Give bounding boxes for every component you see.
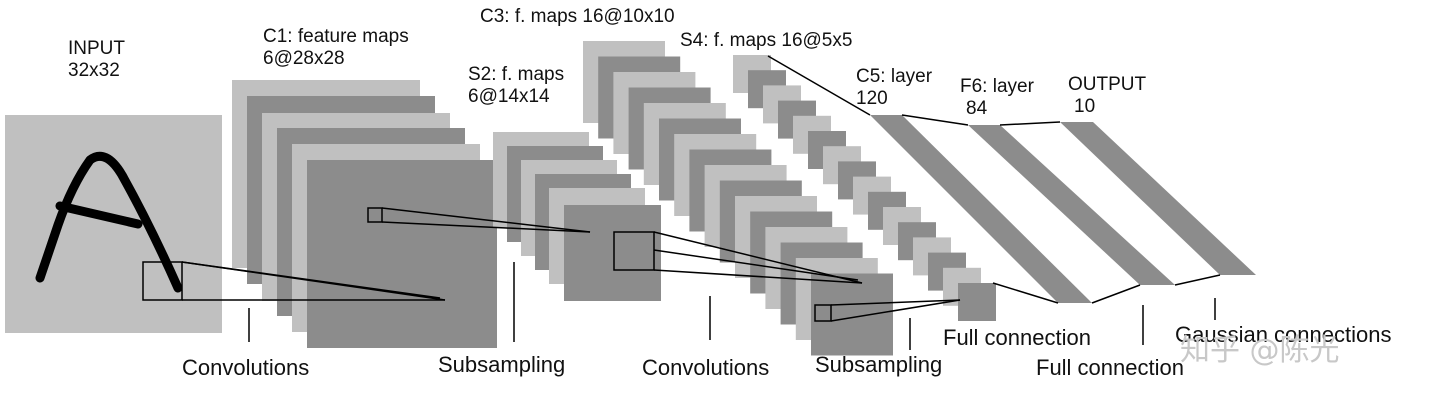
op-full-connection-2: Full connection xyxy=(1036,355,1184,380)
op-gaussian-connections: Gaussian connections xyxy=(1175,322,1391,347)
output-layer-band xyxy=(1060,122,1256,275)
projection-line xyxy=(830,299,961,306)
projection-line xyxy=(1174,274,1221,286)
c3-label: C3: f. maps 16@10x10 xyxy=(480,6,675,27)
c1-map xyxy=(307,160,497,348)
c5-layer-band xyxy=(870,115,1092,303)
projection-line xyxy=(653,231,863,284)
c3-feature-maps xyxy=(583,41,893,356)
projection-line xyxy=(830,299,961,322)
op-subsampling-2: Subsampling xyxy=(815,352,942,377)
c1-receptive-field xyxy=(367,207,383,223)
projection-line xyxy=(653,269,863,284)
projection-line xyxy=(1091,284,1141,304)
projection-line xyxy=(653,249,859,281)
s2-receptive-field xyxy=(613,231,655,271)
s2-map xyxy=(564,205,661,301)
s4-label: S4: f. maps 16@5x5 xyxy=(680,30,852,51)
op-subsampling-1: Subsampling xyxy=(438,352,565,377)
projection-line xyxy=(901,114,969,126)
input-glyph-bar xyxy=(55,201,143,229)
c3-receptive-field xyxy=(814,304,832,322)
projection-line xyxy=(767,55,871,116)
projection-line xyxy=(999,121,1061,126)
watermark: 知乎 @陈光 xyxy=(1180,333,1340,368)
projection-line xyxy=(181,261,441,299)
c1-label: C1: feature maps 6@28x28 xyxy=(263,26,414,69)
s4-map xyxy=(958,283,996,321)
input-receptive-field xyxy=(142,261,183,301)
op-full-connection-1: Full connection xyxy=(943,325,1091,350)
operation-callouts xyxy=(248,262,1216,350)
s2-feature-maps xyxy=(493,132,661,301)
projection-line xyxy=(381,207,591,233)
op-convolutions-2: Convolutions xyxy=(642,355,769,380)
output-label: OUTPUT 10 xyxy=(1068,74,1151,117)
c1-feature-maps xyxy=(232,80,497,348)
projection-line xyxy=(381,221,591,233)
input-image xyxy=(5,115,222,333)
op-convolutions-1: Convolutions xyxy=(182,355,309,380)
connection-lines xyxy=(181,55,1221,322)
input-glyph-stroke xyxy=(35,151,183,293)
dense-layers xyxy=(870,115,1256,303)
input-label: INPUT 32x32 xyxy=(68,38,130,81)
s4-feature-maps xyxy=(733,55,996,321)
s2-label: S2: f. maps 6@14x14 xyxy=(468,64,569,107)
c3-map xyxy=(811,273,893,356)
input-block xyxy=(5,115,222,333)
f6-label: F6: layer 84 xyxy=(960,76,1039,119)
c5-label: C5: layer 120 xyxy=(856,66,937,109)
projection-line xyxy=(992,282,1059,304)
f6-layer-band xyxy=(968,125,1175,285)
